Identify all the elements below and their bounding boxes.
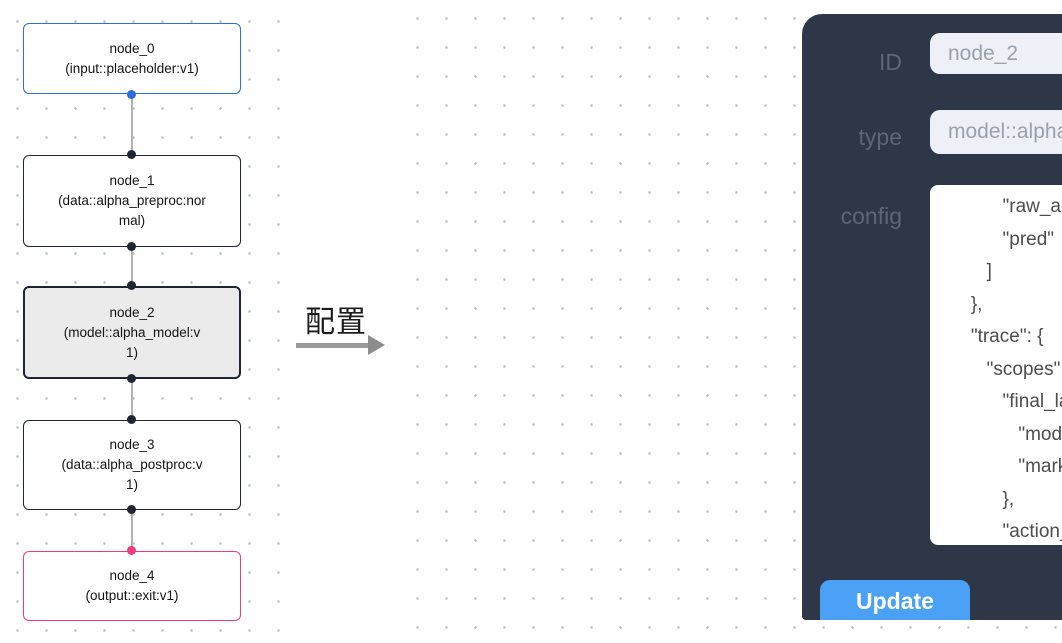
flow-node-node_3[interactable]: node_3 (data::alpha_postproc:v1) — [23, 420, 241, 510]
id-field-label: ID — [879, 49, 902, 75]
edge-node2-node3 — [131, 379, 133, 420]
node-subtitle: (data::alpha_preproc:normal) — [58, 193, 206, 228]
port-node_3-bottom[interactable] — [127, 505, 136, 514]
transition-label: 配置 — [305, 306, 367, 339]
flow-node-node_2[interactable]: node_2 (model::alpha_model:v1) — [23, 286, 241, 379]
port-node_2-top[interactable] — [127, 281, 136, 290]
node-title: node_1 — [109, 173, 155, 188]
flow-node-node_0[interactable]: node_0 (input::placeholder:v1) — [23, 23, 241, 94]
flow-node-node_1[interactable]: node_1 (data::alpha_preproc:normal) — [23, 155, 241, 247]
node-title: node_3 — [109, 437, 155, 452]
config-json-text: "raw_action", "pred" ] }, "trace": { "sc… — [970, 196, 1062, 542]
node-subtitle: (data::alpha_postproc:v1) — [61, 457, 203, 492]
flow-canvas[interactable]: node_0 (input::placeholder:v1) node_1 (d… — [0, 0, 280, 643]
node-title: node_4 — [109, 568, 155, 583]
config-textarea[interactable]: "raw_action", "pred" ] }, "trace": { "sc… — [930, 185, 1062, 545]
port-node_2-bottom[interactable] — [127, 374, 136, 383]
update-button[interactable]: Update — [820, 580, 970, 620]
port-node_3-top[interactable] — [127, 415, 136, 424]
transition-annotation: 配置 — [280, 0, 392, 643]
port-node_0-bottom[interactable] — [127, 90, 136, 99]
right-arrow-icon — [296, 343, 370, 348]
flow-node-node_4[interactable]: node_4 (output::exit:v1) — [23, 551, 241, 621]
edge-node1-node2 — [131, 247, 133, 286]
type-field-label: type — [858, 124, 902, 150]
port-node_1-bottom[interactable] — [127, 242, 136, 251]
edge-node0-node1 — [131, 94, 133, 155]
right-arrow-head-icon — [368, 335, 385, 355]
node-subtitle: (input::placeholder:v1) — [65, 60, 199, 76]
type-input[interactable] — [930, 110, 1062, 154]
port-node_4-top[interactable] — [127, 546, 136, 555]
node-title: node_2 — [109, 304, 155, 320]
id-input[interactable] — [930, 33, 1062, 74]
port-node_1-top[interactable] — [127, 150, 136, 159]
node-config-panel: ID type config "raw_action", "pred" ] },… — [802, 14, 1062, 620]
config-field-label: config — [840, 203, 902, 229]
node-title: node_0 — [109, 40, 155, 56]
node-subtitle: (output::exit:v1) — [85, 588, 179, 603]
node-subtitle: (model::alpha_model:v1) — [63, 324, 201, 360]
edge-node3-node4 — [131, 510, 133, 551]
panel-background-canvas: ID type config "raw_action", "pred" ] },… — [392, 0, 1062, 643]
